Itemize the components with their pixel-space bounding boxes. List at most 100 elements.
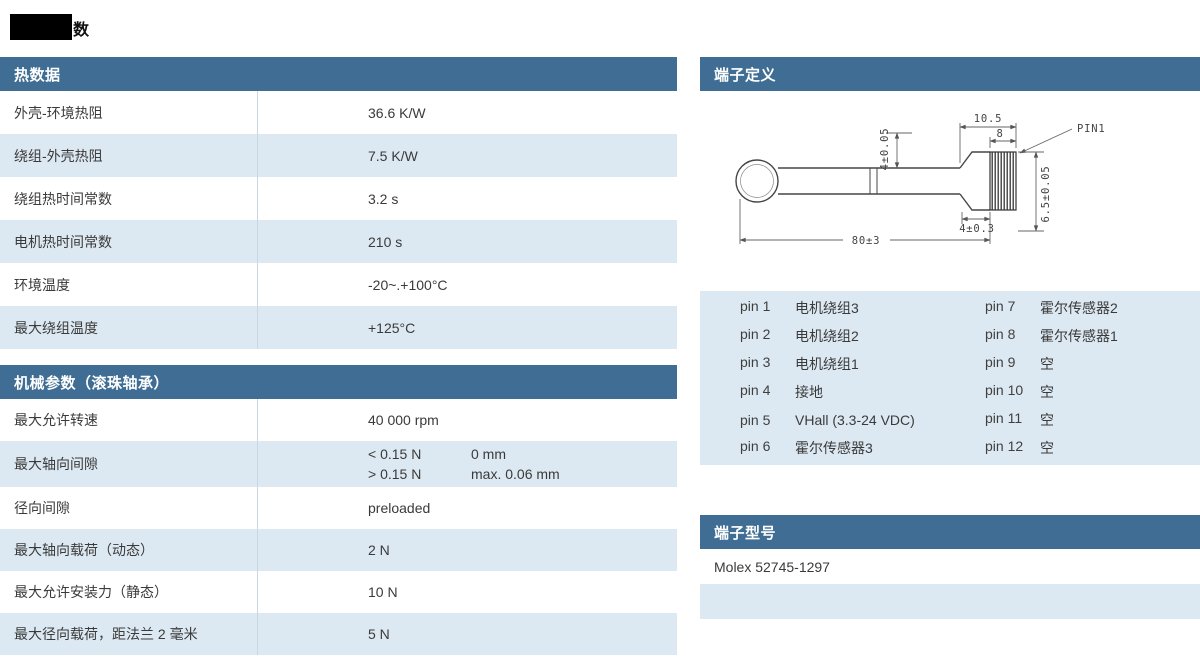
pin-number: pin 12 bbox=[985, 438, 1024, 454]
pin-function: 电机绕组1 bbox=[795, 356, 859, 372]
pin-function: 空 bbox=[1040, 440, 1054, 456]
row-value: preloaded bbox=[257, 487, 677, 529]
row-value: +125°C bbox=[257, 306, 677, 349]
row-value: 2 N bbox=[257, 529, 677, 571]
pin-number: pin 8 bbox=[985, 326, 1016, 342]
row-value: 210 s bbox=[257, 220, 677, 263]
mechanical-table-header: 机械参数（滚珠轴承） bbox=[0, 365, 677, 399]
pin-entry: pin 6 霍尔传感器3 bbox=[740, 438, 985, 458]
thermal-data-table: 热数据 外壳-环境热阻 36.6 K/W 绕组-外壳热阻 7.5 K/W 绕组热… bbox=[0, 57, 677, 349]
motor-dimension-drawing: 10.5 8 PIN1 4±0.05 4±0.3 80±3 6.5±0.05 bbox=[735, 113, 1106, 247]
table-row: 最大轴向间隙 < 0.15 N 0 mm > 0.15 N max. 0.06 … bbox=[0, 441, 677, 487]
thermal-table-rows: 外壳-环境热阻 36.6 K/W 绕组-外壳热阻 7.5 K/W 绕组热时间常数… bbox=[0, 91, 677, 349]
row-label: 绕组热时间常数 bbox=[14, 190, 112, 207]
flare-top bbox=[959, 151, 990, 169]
pin-number: pin 3 bbox=[740, 354, 771, 370]
row-label: 最大允许安装力（静态） bbox=[14, 584, 168, 600]
row-label: 径向间隙 bbox=[14, 500, 70, 516]
row-label: 最大绕组温度 bbox=[14, 319, 98, 336]
pin-assignment-list: pin 1 电机绕组3 pin 7 霍尔传感器2 pin 2 电机绕组2 pin… bbox=[700, 291, 1200, 465]
pin-row: pin 1 电机绕组3 pin 7 霍尔传感器2 bbox=[700, 294, 1200, 322]
pin-leader-line bbox=[1019, 128, 1073, 154]
pin-number: pin 9 bbox=[985, 354, 1016, 370]
page-title-text: 数 bbox=[73, 22, 90, 40]
value-result: max. 0.06 mm bbox=[471, 466, 560, 482]
table-row: 最大轴向载荷（动态） 2 N bbox=[0, 529, 677, 571]
pin-function: 霍尔传感器3 bbox=[795, 440, 873, 456]
title-redaction-box bbox=[10, 14, 72, 40]
mechanical-table-rows: 最大允许转速 40 000 rpm 最大轴向间隙 < 0.15 N 0 mm >… bbox=[0, 399, 677, 655]
table-row: 最大允许转速 40 000 rpm bbox=[0, 399, 677, 441]
pin-number: pin 7 bbox=[985, 298, 1016, 314]
pin-number: pin 5 bbox=[740, 412, 771, 428]
table-row: 最大允许安装力（静态） 10 N bbox=[0, 571, 677, 613]
table-row: 外壳-环境热阻 36.6 K/W bbox=[0, 91, 677, 134]
mechanical-parameters-table: 机械参数（滚珠轴承） 最大允许转速 40 000 rpm 最大轴向间隙 < 0.… bbox=[0, 365, 677, 655]
pin-entry: pin 5 VHall (3.3-24 VDC) bbox=[740, 412, 985, 428]
terminal-definition-header: 端子定义 bbox=[700, 57, 1200, 91]
pin-number: pin 2 bbox=[740, 326, 771, 342]
pin-function: 霍尔传感器1 bbox=[1040, 328, 1118, 344]
row-label: 绕组-外壳热阻 bbox=[14, 147, 103, 164]
pin-entry: pin 12 空 bbox=[985, 438, 1054, 458]
table-row: 径向间隙 preloaded bbox=[0, 487, 677, 529]
row-value: 36.6 K/W bbox=[257, 91, 677, 134]
row-value: -20~.+100°C bbox=[257, 263, 677, 306]
pin-entry: pin 1 电机绕组3 bbox=[740, 298, 985, 318]
value-line: > 0.15 N max. 0.06 mm bbox=[368, 464, 560, 484]
pin-entry: pin 7 霍尔传感器2 bbox=[985, 298, 1118, 318]
pin-entry: pin 8 霍尔传感器1 bbox=[985, 326, 1118, 346]
row-value: 3.2 s bbox=[257, 177, 677, 220]
terminal-drawing-area: 10.5 8 PIN1 4±0.05 4±0.3 80±3 6.5±0.05 bbox=[700, 91, 1200, 291]
pin-function: VHall (3.3-24 VDC) bbox=[795, 412, 915, 428]
page-title: 数 bbox=[10, 14, 89, 40]
dimension-labels: 10.5 8 PIN1 4±0.05 4±0.3 80±3 6.5±0.05 bbox=[852, 113, 1106, 247]
row-label: 最大允许转速 bbox=[14, 412, 98, 428]
connector-block bbox=[989, 151, 1017, 211]
value-line: < 0.15 N 0 mm bbox=[368, 444, 506, 464]
row-value: 7.5 K/W bbox=[257, 134, 677, 177]
pin-entry: pin 4 接地 bbox=[740, 382, 985, 402]
pin1-callout-label: PIN1 bbox=[1077, 123, 1106, 135]
row-label: 最大轴向载荷（动态） bbox=[14, 542, 154, 558]
row-label: 最大径向载荷，距法兰 2 毫米 bbox=[14, 626, 198, 642]
pin-entry: pin 2 电机绕组2 bbox=[740, 326, 985, 346]
table-row: 绕组热时间常数 3.2 s bbox=[0, 177, 677, 220]
motor-inner-circle bbox=[740, 164, 774, 198]
pin-entry: pin 3 电机绕组1 bbox=[740, 354, 985, 374]
row-value: 40 000 rpm bbox=[257, 399, 677, 441]
flare-bottom bbox=[959, 193, 990, 211]
row-value: 5 N bbox=[257, 613, 677, 655]
pin-row: pin 3 电机绕组1 pin 9 空 bbox=[700, 350, 1200, 378]
pin-number: pin 1 bbox=[740, 298, 771, 314]
dim-label-10-5: 10.5 bbox=[974, 113, 1003, 125]
dim-label-6-5: 6.5±0.05 bbox=[1040, 166, 1052, 223]
pin-function: 空 bbox=[1040, 356, 1054, 372]
pin-number: pin 4 bbox=[740, 382, 771, 398]
pin-number: pin 11 bbox=[985, 410, 1023, 426]
row-value: < 0.15 N 0 mm > 0.15 N max. 0.06 mm bbox=[257, 441, 677, 487]
value-condition: < 0.15 N bbox=[368, 446, 422, 462]
pin-row: pin 5 VHall (3.3-24 VDC) pin 11 空 bbox=[700, 406, 1200, 434]
row-label: 电机热时间常数 bbox=[14, 233, 112, 250]
terminal-model-table: 端子型号 Molex 52745-1297 bbox=[700, 515, 1200, 619]
terminal-definition-table: 端子定义 bbox=[700, 57, 1200, 465]
dim-label-4-005: 4±0.05 bbox=[879, 128, 891, 171]
table-row: 最大径向载荷，距法兰 2 毫米 5 N bbox=[0, 613, 677, 655]
dim-label-80-3: 80±3 bbox=[852, 235, 881, 247]
pin-row: pin 4 接地 pin 10 空 bbox=[700, 378, 1200, 406]
pin-entry: pin 10 空 bbox=[985, 382, 1054, 402]
pin-function: 电机绕组3 bbox=[795, 300, 859, 316]
pin-entry: pin 11 空 bbox=[985, 410, 1054, 430]
motor-front-circle bbox=[735, 159, 779, 203]
dim-label-4-03: 4±0.3 bbox=[959, 223, 995, 235]
dim-label-8: 8 bbox=[996, 128, 1003, 140]
pin-number: pin 6 bbox=[740, 438, 771, 454]
dimension-lines bbox=[739, 123, 1073, 244]
pin-function: 空 bbox=[1040, 412, 1054, 428]
pin-function: 霍尔传感器2 bbox=[1040, 300, 1118, 316]
row-label: 最大轴向间隙 bbox=[14, 456, 98, 472]
terminal-model-header: 端子型号 bbox=[700, 515, 1200, 549]
pin-row: pin 2 电机绕组2 pin 8 霍尔传感器1 bbox=[700, 322, 1200, 350]
row-value: 10 N bbox=[257, 571, 677, 613]
